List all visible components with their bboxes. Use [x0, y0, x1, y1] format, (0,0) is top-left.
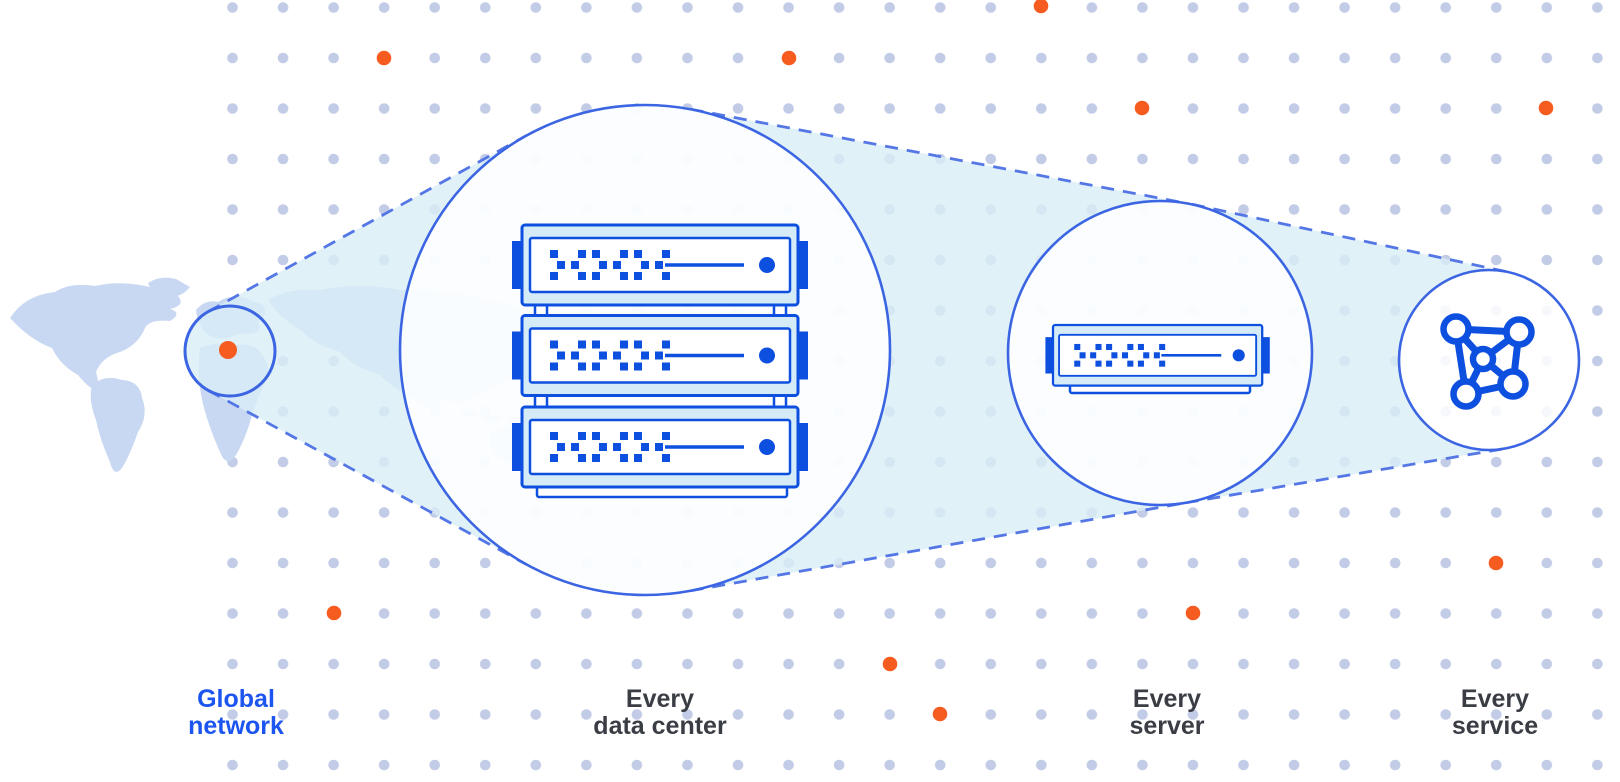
label-line: Global: [197, 685, 275, 713]
label-every-data-center: Every data center: [593, 686, 726, 740]
map-focus-circle: [183, 304, 277, 398]
label-line: service: [1451, 712, 1539, 740]
label-line: Every: [625, 685, 695, 713]
label-line: server: [1129, 712, 1205, 740]
label-line: Every: [1460, 685, 1530, 713]
zoom-dashed-lines: [207, 107, 1509, 593]
location-marker-dot: [219, 341, 237, 359]
label-line: Every: [1132, 685, 1202, 713]
server-icon: [1045, 325, 1269, 395]
label-every-server: Every server: [1129, 686, 1204, 740]
network-mesh-icon: [1440, 313, 1535, 410]
label-line: network: [188, 712, 284, 740]
label-global-network: Global network: [188, 686, 284, 740]
label-line: data center: [593, 712, 727, 740]
server-rack-icon: [512, 225, 808, 499]
label-every-service: Every service: [1452, 686, 1538, 740]
orange-accent-dots: [326, 0, 1554, 722]
